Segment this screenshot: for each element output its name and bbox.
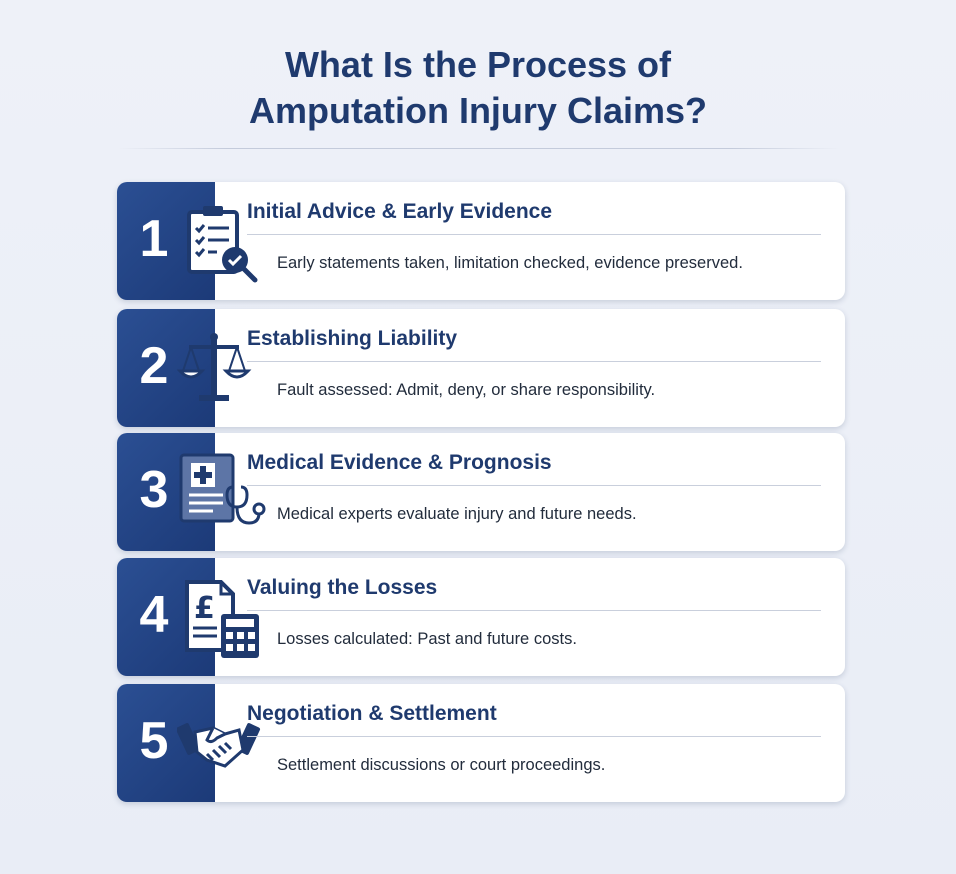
step-heading: Negotiation & Settlement	[247, 702, 497, 725]
step-divider	[247, 234, 821, 235]
step-card-4: 4 £ Valuing the Losses Losses calculated…	[117, 558, 845, 676]
title-line-2: Amputation Injury Claims?	[248, 90, 708, 131]
step-heading: Medical Evidence & Prognosis	[247, 451, 552, 474]
step-description: Early statements taken, limitation check…	[277, 254, 743, 272]
step-description: Fault assessed: Admit, deny, or share re…	[277, 381, 656, 399]
page-title: What Is the Process of Amputation Injury…	[0, 42, 956, 134]
scales-of-justice-icon	[176, 325, 269, 415]
handshake-icon	[175, 700, 269, 790]
medical-report-stethoscope-icon	[177, 449, 269, 539]
svg-text:£: £	[194, 591, 215, 626]
step-divider	[247, 610, 821, 611]
step-card-1: 1 Initial Advice & Early Evidence Early …	[117, 182, 845, 300]
step-card-3: 3 Medical Evidence & Prognosis Medical e…	[117, 433, 845, 551]
step-divider	[247, 485, 821, 486]
step-number: 4	[139, 586, 169, 644]
step-heading: Establishing Liability	[247, 327, 458, 350]
step-description: Losses calculated: Past and future costs…	[277, 630, 577, 648]
step-divider	[247, 361, 821, 362]
step-number: 1	[139, 210, 169, 268]
step-description: Settlement discussions or court proceedi…	[277, 756, 606, 774]
clipboard-check-magnifier-icon	[177, 198, 269, 288]
step-card-2: 2 Establishing Liability Fault assessed:…	[117, 309, 845, 427]
step-number: 3	[139, 461, 169, 519]
step-divider	[247, 736, 821, 737]
pound-document-calculator-icon: £	[177, 574, 269, 664]
step-number: 2	[139, 337, 169, 395]
step-description: Medical experts evaluate injury and futu…	[277, 505, 637, 523]
step-heading: Initial Advice & Early Evidence	[247, 200, 553, 223]
step-card-5: 5 Negotiation & Settlement Settlement di…	[117, 684, 845, 802]
step-number: 5	[139, 712, 169, 770]
step-heading: Valuing the Losses	[247, 576, 438, 599]
title-divider	[118, 148, 840, 149]
title-line-1: What Is the Process of	[284, 44, 672, 85]
